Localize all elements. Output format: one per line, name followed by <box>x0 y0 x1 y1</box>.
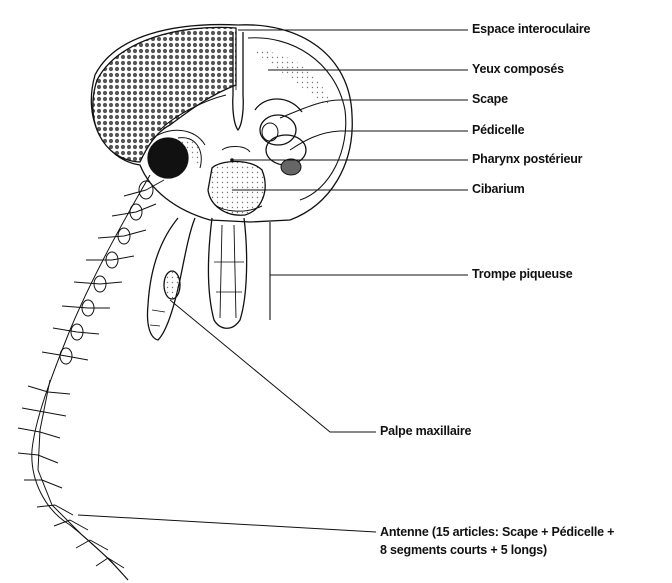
label-maxillary-palp: Palpe maxillaire <box>380 424 471 439</box>
proboscis <box>209 218 247 328</box>
label-posterior-pharynx: Pharynx postérieur <box>472 152 582 167</box>
leader-antenna <box>78 515 376 532</box>
label-compound-eyes: Yeux composés <box>472 62 564 77</box>
leader-scape <box>280 100 468 118</box>
label-pedicel: Pédicelle <box>472 123 524 138</box>
leader-palp <box>170 300 376 432</box>
antenna-socket-left <box>148 138 188 178</box>
label-cibarium: Cibarium <box>472 182 525 197</box>
label-interocular-space: Espace interoculaire <box>472 22 590 37</box>
antenna <box>18 175 164 580</box>
leader-pedicel <box>290 131 468 150</box>
label-proboscis: Trompe piqueuse <box>472 267 573 282</box>
label-scape: Scape <box>472 92 508 107</box>
cibarium <box>208 162 265 216</box>
label-antenna-line2: 8 segments courts + 5 longs) <box>380 543 547 558</box>
label-antenna-line1: Antenne (15 articles: Scape + Pédicelle … <box>380 525 614 540</box>
